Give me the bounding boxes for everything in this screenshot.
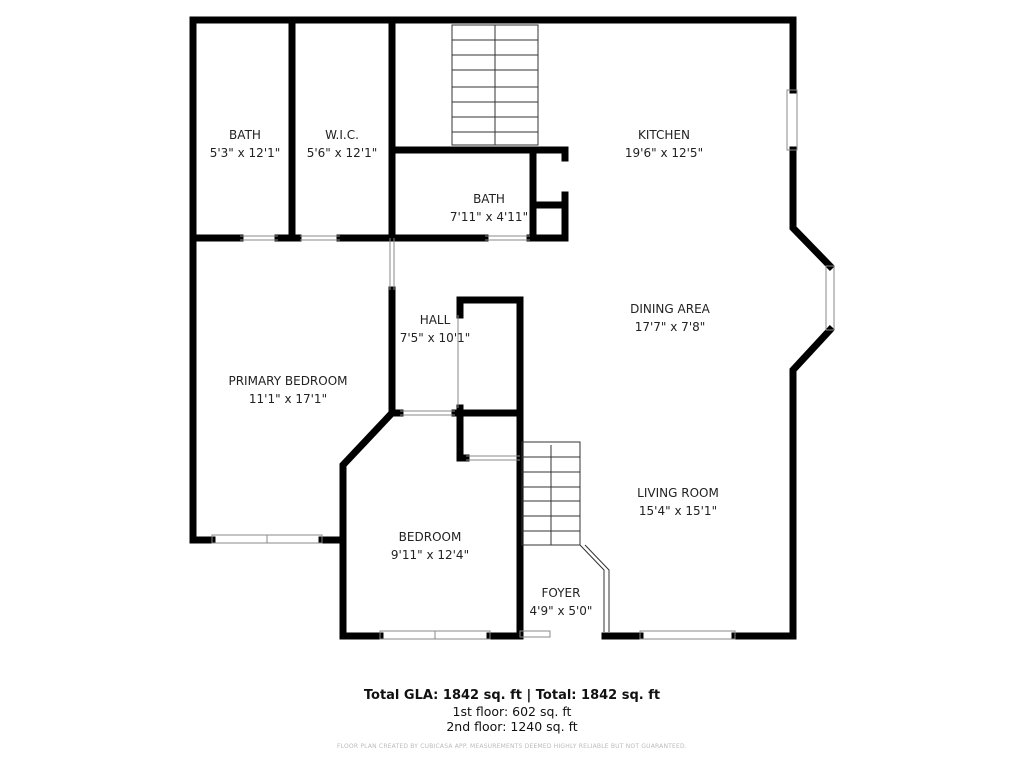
room-label-foyer: FOYER 4'9" x 5'0" <box>530 584 593 620</box>
room-name: PRIMARY BEDROOM <box>228 374 348 388</box>
room-name: FOYER <box>541 586 581 600</box>
floor2-area: 2nd floor: 1240 sq. ft <box>446 719 578 734</box>
room-label-bedroom: BEDROOM 9'11" x 12'4" <box>391 528 469 564</box>
walls <box>189 16 835 640</box>
room-name: HALL <box>419 313 451 327</box>
room-size: 7'5" x 10'1" <box>399 331 471 345</box>
room-size: 17'7" x 7'8" <box>634 320 706 334</box>
disclaimer: FLOOR PLAN CREATED BY CUBICASA APP. MEAS… <box>337 743 687 750</box>
stairs-lower <box>521 441 610 632</box>
room-size: 15'4" x 15'1" <box>638 504 718 518</box>
room-size: 5'6" x 12'1" <box>306 146 378 160</box>
stairs-upper <box>451 24 539 146</box>
room-label-kitchen: KITCHEN 19'6" x 12'5" <box>625 126 703 162</box>
room-size: 4'9" x 5'0" <box>529 604 593 618</box>
room-name: KITCHEN <box>638 128 690 142</box>
windows-and-doors <box>211 89 835 640</box>
room-name: W.I.C. <box>325 128 359 142</box>
room-label-hall: HALL 7'5" x 10'1" <box>400 311 471 347</box>
total-area: Total GLA: 1842 sq. ft | Total: 1842 sq.… <box>363 688 661 703</box>
room-name: BATH <box>229 128 261 142</box>
room-label-bath-2: BATH 7'11" x 4'11" <box>450 190 528 226</box>
room-size: 9'11" x 12'4" <box>390 548 470 562</box>
room-size: 7'11" x 4'11" <box>449 210 529 224</box>
room-label-living-room: LIVING ROOM 15'4" x 15'1" <box>637 484 719 520</box>
room-name: BEDROOM <box>398 530 462 544</box>
room-label-primary-bedroom: PRIMARY BEDROOM 11'1" x 17'1" <box>228 372 347 408</box>
room-size: 11'1" x 17'1" <box>248 392 328 406</box>
room-label-dining-area: DINING AREA 17'7" x 7'8" <box>630 300 710 336</box>
room-size: 19'6" x 12'5" <box>624 146 704 160</box>
room-name: LIVING ROOM <box>637 486 719 500</box>
room-name: DINING AREA <box>630 302 710 316</box>
room-label-bath-1: BATH 5'3" x 12'1" <box>210 126 281 162</box>
floor1-area: 1st floor: 602 sq. ft <box>452 704 572 719</box>
room-label-wic: W.I.C. 5'6" x 12'1" <box>307 126 378 162</box>
room-name: BATH <box>473 192 505 206</box>
room-size: 5'3" x 12'1" <box>209 146 281 160</box>
